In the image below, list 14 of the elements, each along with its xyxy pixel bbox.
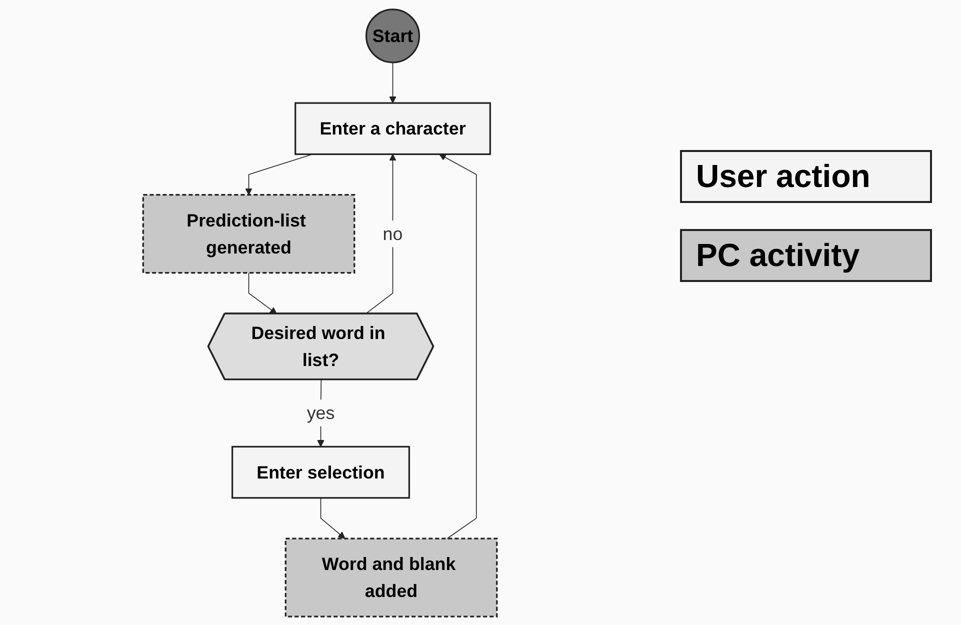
node-box: Word and blank added bbox=[284, 537, 498, 617]
edge-label: no bbox=[382, 223, 403, 244]
node-box: Enter a character bbox=[294, 102, 491, 155]
node-box: Prediction-list generated bbox=[142, 194, 356, 274]
arrow bbox=[439, 153, 477, 538]
node-box: Enter selection bbox=[232, 445, 410, 498]
arrow bbox=[245, 153, 313, 195]
arrow bbox=[320, 496, 346, 538]
legend-swatch: User action bbox=[680, 150, 932, 203]
node-circle: Start bbox=[365, 8, 420, 63]
arrow bbox=[248, 272, 277, 314]
legend-swatch: PC activity bbox=[680, 229, 932, 282]
edge-label: yes bbox=[306, 402, 335, 423]
arrow bbox=[389, 62, 396, 103]
